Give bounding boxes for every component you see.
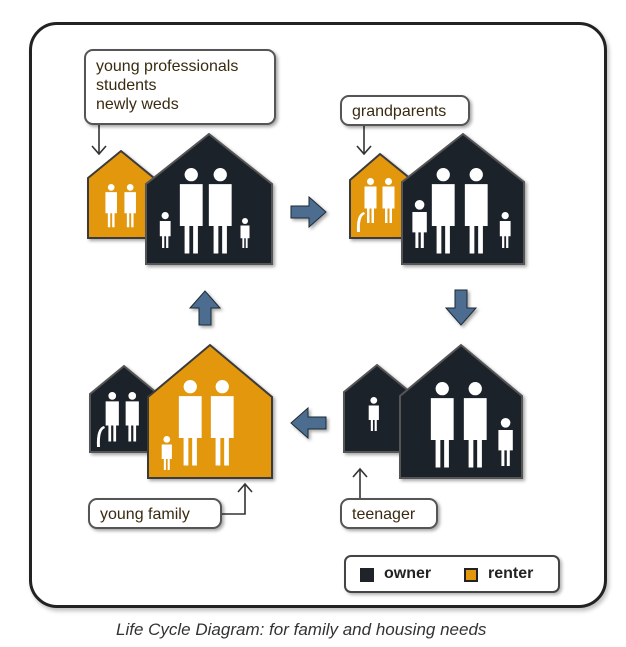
arrow-right-icon	[290, 195, 327, 229]
label-newly-weds: newly weds	[96, 96, 179, 113]
label-young-professionals: young professionals	[96, 58, 239, 75]
arrow-left-icon	[290, 406, 327, 440]
legend-swatch-renter	[464, 568, 478, 582]
house-owner-large-bottomright	[399, 343, 523, 479]
label-students: students	[96, 77, 157, 94]
callout-grandparents: grandparents	[340, 95, 470, 126]
pointer-teenager	[352, 467, 368, 498]
legend: owner renter	[344, 555, 560, 593]
callout-young-professionals: young professionals students newly weds	[84, 49, 276, 125]
pointer-young-professionals	[91, 124, 107, 156]
house-renter-small-topleft	[87, 149, 155, 239]
legend-label-owner: owner	[384, 565, 432, 582]
arrow-up-icon	[188, 290, 222, 326]
pointer-young-family	[221, 482, 253, 515]
label-young-family: young family	[100, 506, 190, 523]
label-grandparents: grandparents	[352, 103, 447, 120]
house-owner-large-topright	[401, 132, 525, 265]
caption: Life Cycle Diagram: for family and housi…	[116, 620, 487, 639]
legend-label-renter: renter	[488, 565, 534, 582]
callout-teenager: teenager	[340, 498, 438, 529]
house-renter-large-bottomleft	[147, 343, 273, 479]
legend-swatch-owner	[360, 568, 374, 582]
callout-young-family: young family	[88, 498, 222, 529]
label-teenager: teenager	[352, 506, 416, 523]
house-owner-large-topleft	[145, 132, 273, 265]
arrow-down-icon	[444, 289, 478, 326]
pointer-grandparents	[356, 124, 372, 156]
